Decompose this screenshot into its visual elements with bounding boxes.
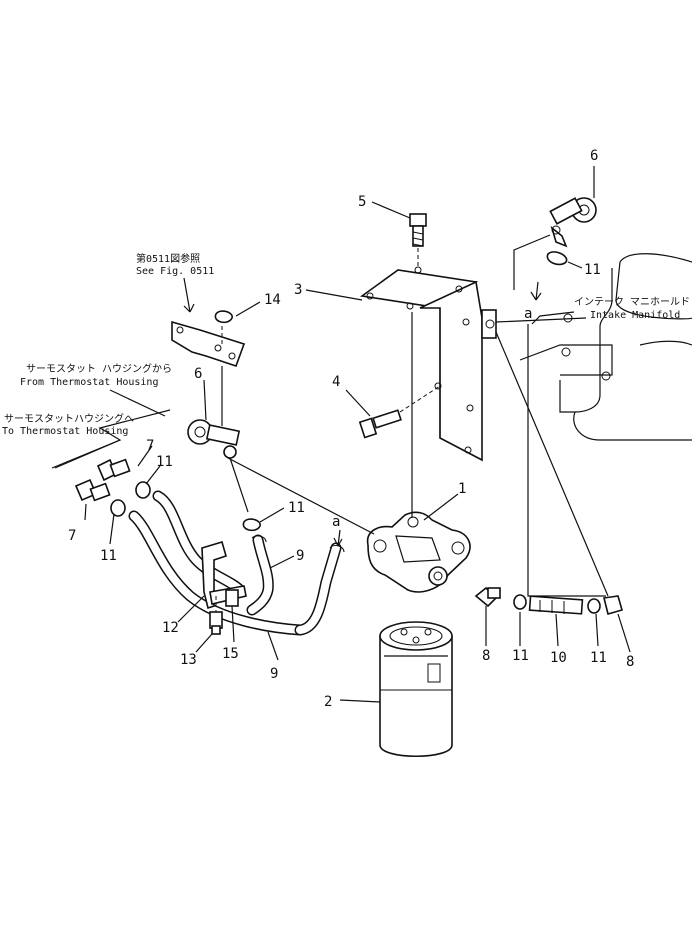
intake-jp-label: インテーク マニホールド bbox=[574, 296, 690, 308]
callout-11-hose-right: 11 bbox=[590, 650, 607, 666]
callout-1: 1 bbox=[458, 481, 466, 497]
callout-15: 15 bbox=[222, 646, 239, 662]
callout-14: 14 bbox=[264, 292, 281, 308]
intake-manifold bbox=[519, 253, 692, 441]
callout-8-right: 8 bbox=[626, 654, 634, 670]
callout-6-upper: 6 bbox=[590, 148, 598, 164]
connector-left bbox=[187, 419, 241, 459]
callout-7-upper: 7 bbox=[146, 438, 154, 454]
callout-9-upper: 9 bbox=[296, 548, 304, 564]
clamp-bracket bbox=[201, 541, 247, 610]
callout-3: 3 bbox=[294, 282, 302, 298]
intake-en-label: Intake Manifold bbox=[590, 310, 680, 321]
fittings-left bbox=[74, 458, 151, 517]
from-thermo-en-label: From Thermostat Housing bbox=[20, 377, 158, 388]
clamp-upper bbox=[546, 251, 568, 266]
to-thermo-en-label: To Thermostat Housing bbox=[2, 426, 128, 437]
connector-upper bbox=[549, 197, 597, 248]
routing-lines bbox=[227, 234, 609, 597]
annotations: 第0511図参照 See Fig. 0511 サーモスタット ハウジングから F… bbox=[2, 252, 690, 530]
callout-13: 13 bbox=[180, 652, 197, 668]
callout-11-hose-left: 11 bbox=[512, 648, 529, 664]
see-fig-jp-label: 第0511図参照 bbox=[136, 252, 200, 265]
callout-11-upper: 11 bbox=[584, 262, 601, 278]
callout-11-fitting: 11 bbox=[156, 454, 173, 470]
filter-head bbox=[366, 498, 471, 593]
callout-11-lower: 11 bbox=[100, 548, 117, 564]
callout-11-mid: 11 bbox=[288, 500, 305, 516]
leader-lines bbox=[51, 166, 631, 703]
callouts: 5 3 4 6 11 14 6 7 11 1 11 7 11 9 12 13 1… bbox=[68, 148, 634, 710]
hose-right bbox=[474, 586, 623, 615]
callout-4: 4 bbox=[332, 374, 340, 390]
callout-9-lower: 9 bbox=[270, 666, 278, 682]
ref-a-lower-label: a bbox=[332, 514, 340, 530]
see-fig-en-label: See Fig. 0511 bbox=[136, 266, 214, 277]
bolt-top bbox=[409, 213, 427, 268]
bolt-side bbox=[358, 385, 441, 439]
from-thermo-jp-label: サーモスタット ハウジングから bbox=[26, 362, 172, 375]
mounting-plate bbox=[171, 310, 246, 426]
callout-8-left: 8 bbox=[482, 648, 490, 664]
callout-10: 10 bbox=[550, 650, 567, 666]
callout-12: 12 bbox=[162, 620, 179, 636]
to-thermo-jp-label: サーモスタットハウジングへ bbox=[4, 412, 134, 425]
clamp-mid bbox=[229, 457, 261, 532]
hoses bbox=[128, 490, 345, 636]
ref-a-upper-label: a bbox=[524, 306, 532, 322]
callout-2: 2 bbox=[324, 694, 332, 710]
filter-cartridge bbox=[379, 621, 453, 757]
callout-6-left: 6 bbox=[194, 366, 202, 382]
bracket bbox=[359, 266, 497, 462]
callout-5: 5 bbox=[358, 194, 366, 210]
callout-7-lower: 7 bbox=[68, 528, 76, 544]
bolt-bottom bbox=[209, 596, 223, 635]
